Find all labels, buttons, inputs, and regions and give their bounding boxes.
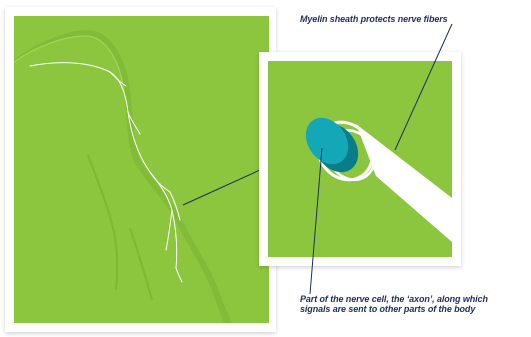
myelin-caption: Myelin sheath protects nerve fibers: [300, 14, 530, 24]
inset-panel: [259, 52, 461, 266]
arm-panel: [5, 7, 276, 332]
axon-caption-line-2: signals are sent to other parts of the b…: [300, 304, 475, 314]
axon-caption: Part of the nerve cell, the ‘axon’, alon…: [300, 294, 530, 314]
inset-panel-background: [268, 61, 452, 257]
axon-caption-line-1: Part of the nerve cell, the ‘axon’, alon…: [300, 294, 488, 304]
